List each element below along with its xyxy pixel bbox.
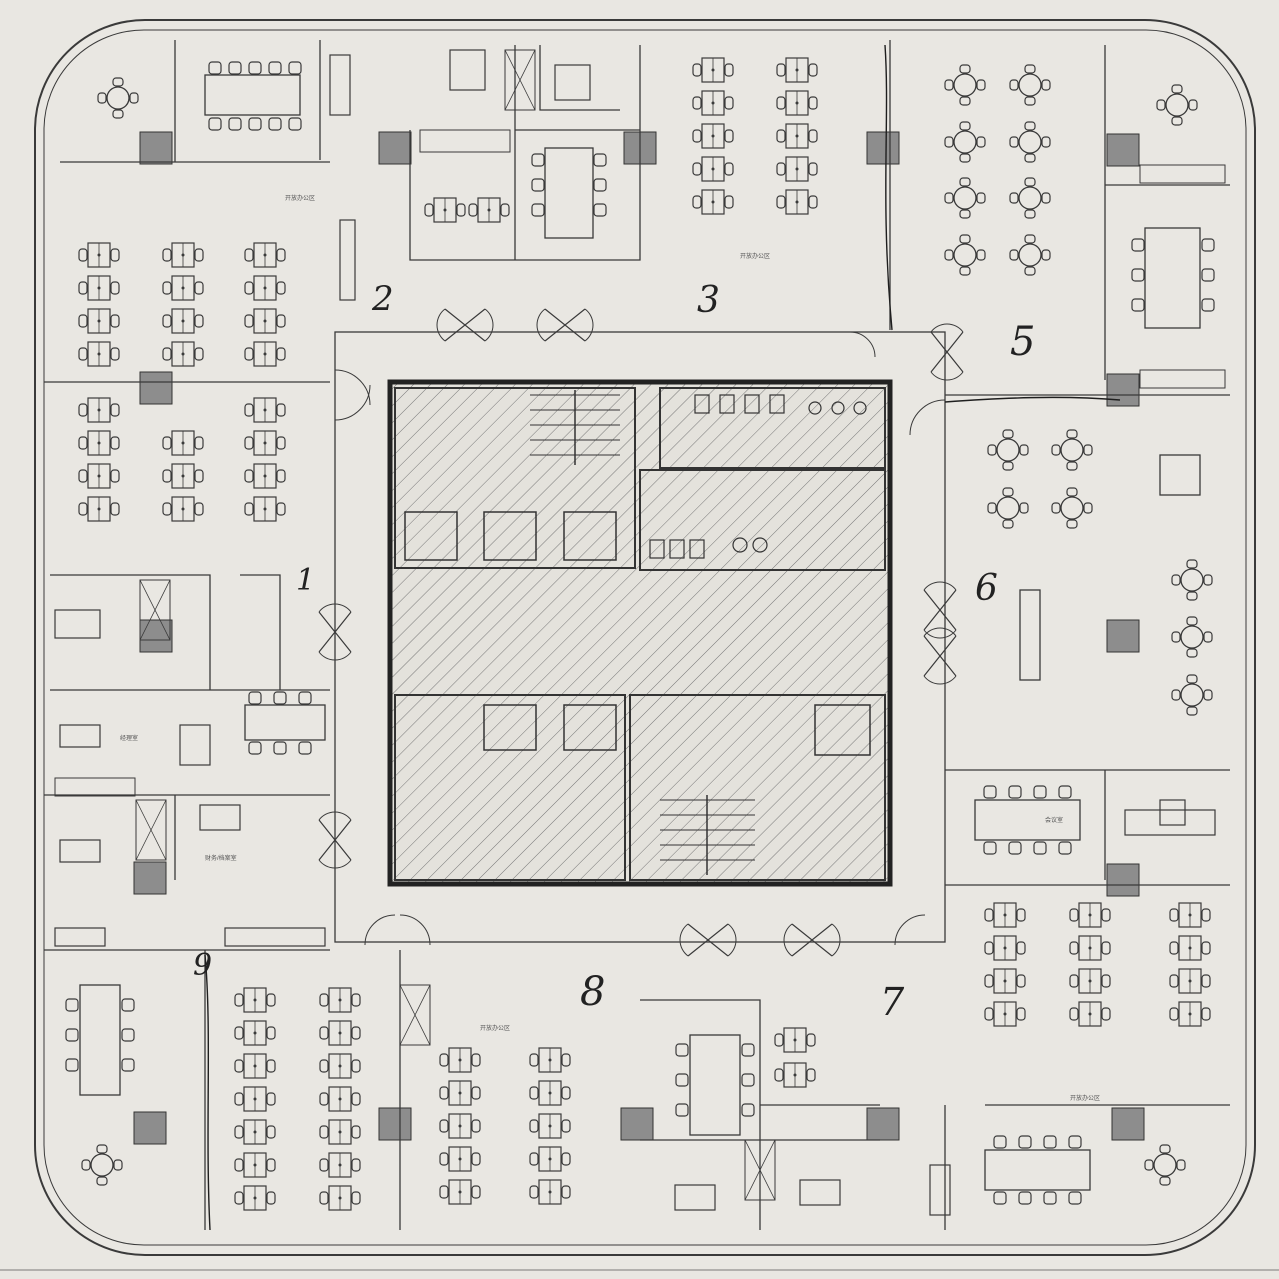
elevator-5	[563, 704, 617, 751]
desk-cluster-south	[234, 987, 571, 1211]
building-outline-inner	[43, 29, 1247, 1246]
svg-text:开放办公区: 开放办公区	[1070, 1094, 1100, 1102]
elevator-2	[483, 511, 537, 561]
stair-south	[660, 795, 755, 875]
zone-3-label: 3	[697, 280, 720, 321]
zone-1-label: 1	[296, 563, 315, 598]
zone-7-label: 7	[880, 980, 905, 1024]
stair-north	[530, 390, 620, 465]
desk-cluster-west-upper	[78, 242, 286, 367]
svg-text:会议室: 会议室	[1045, 816, 1063, 824]
handdrawn-boundaries	[204, 44, 1121, 1231]
door-swings	[334, 331, 946, 946]
svg-text:经理室: 经理室	[120, 734, 138, 742]
building-outline-outer	[34, 19, 1256, 1256]
elevator-6	[814, 704, 871, 756]
zone-5-label: 5	[1010, 319, 1035, 365]
meeting-tables	[79, 74, 1201, 1191]
building-core	[387, 379, 893, 887]
zone-labels: 1 2 3 5 6 7 8 9	[193, 279, 1035, 1024]
zone-2-label: 2	[371, 279, 394, 319]
zone-6-label: 6	[975, 568, 998, 609]
desk-cluster-north	[424, 57, 818, 223]
desk-cluster-west-lower	[78, 397, 286, 522]
svg-text:开放办公区: 开放办公区	[480, 1024, 510, 1032]
svg-text:财务/档案室: 财务/档案室	[205, 854, 237, 862]
svg-text:开放办公区: 开放办公区	[740, 252, 770, 260]
zone-8-label: 8	[580, 969, 605, 1015]
elevator-3	[563, 511, 617, 561]
zone-9-label: 9	[193, 948, 212, 983]
elevator-1	[404, 511, 458, 561]
desk-cluster-east	[774, 902, 1211, 1088]
private-office-desks	[54, 49, 1216, 1216]
toilet-fixtures	[649, 394, 867, 559]
storage-cabinets	[54, 49, 1226, 1201]
elevator-4	[483, 704, 537, 751]
svg-text:开放办公区: 开放办公区	[285, 194, 315, 202]
